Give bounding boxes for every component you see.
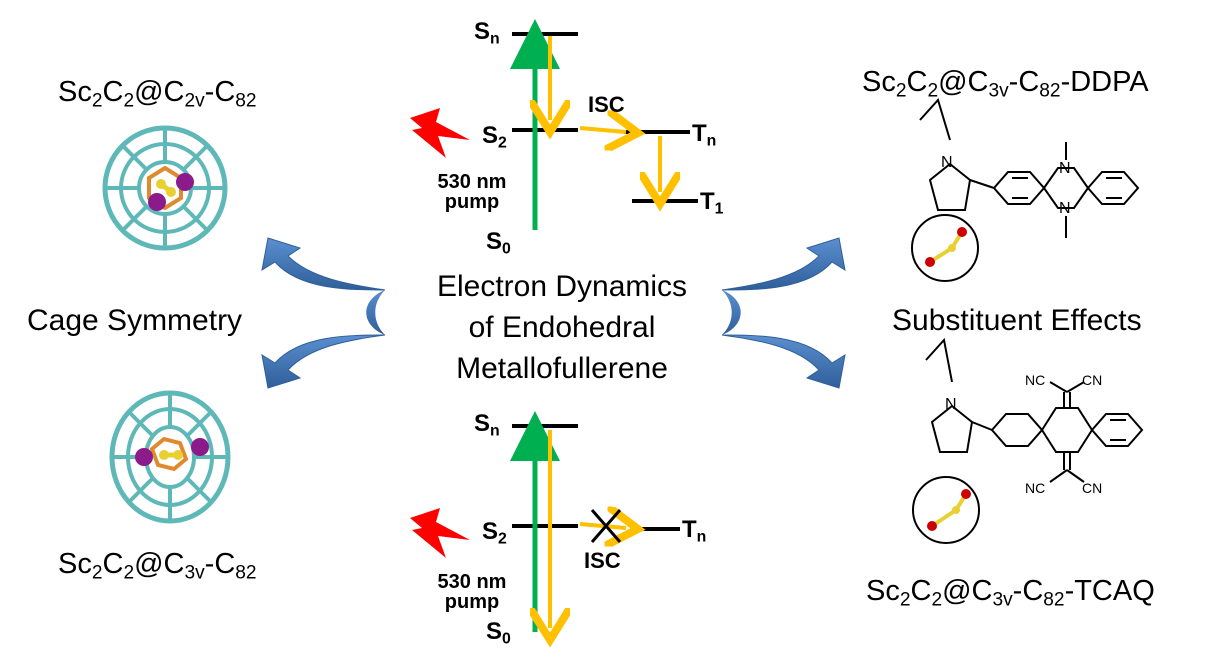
curved-arrow-left-lower: [261, 334, 386, 389]
pyrrolidine-ddpa-structure-icon: [911, 98, 1140, 282]
pump-label-bottom: 530 nm pump: [437, 571, 507, 613]
atom-label-n: N: [1059, 160, 1071, 177]
label-tn-top: Tn: [692, 120, 717, 150]
center-title-line-3: Metallofullerene: [456, 352, 668, 385]
isc-label-bottom: ISC: [584, 548, 621, 573]
label-s2-bottom: S2: [482, 518, 507, 548]
label-s2-top: S2: [482, 122, 507, 152]
curved-arrow-left-upper: [261, 237, 386, 291]
atom-label-n: N: [945, 396, 957, 413]
label-sn-top: Sn: [474, 18, 500, 48]
left-bottom-title: Sc2C2@C3v-C82: [58, 548, 257, 584]
top-energy-diagram: [410, 19, 698, 230]
atom-label-nc: NC: [1025, 372, 1046, 388]
right-curved-arrows: [721, 237, 846, 389]
right-bottom-title: Sc2C2@C3v-C82-TCAQ: [866, 575, 1155, 611]
center-title-line-2: of Endohedral: [468, 311, 656, 344]
blocked-cross-icon: [590, 509, 622, 543]
lightning-bolt-icon: [410, 108, 470, 158]
label-sn-bottom: Sn: [474, 410, 500, 440]
lightning-bolt-icon: [410, 508, 470, 558]
label-s0-top: S0: [486, 228, 511, 258]
atom-label-cn: CN: [1082, 480, 1103, 496]
atom-label-n: N: [941, 154, 953, 171]
label-tn-bottom: Tn: [682, 516, 707, 546]
fullerene-cage-icon: [102, 125, 228, 251]
label-s0-bottom: S0: [486, 618, 511, 648]
isc-arrow-top: [579, 128, 626, 132]
center-title: Electron Dynamics of Endohedral Metallof…: [392, 266, 732, 389]
isc-label-top: ISC: [588, 92, 625, 117]
cage-symmetry-label: Cage Symmetry: [27, 304, 243, 337]
fullerene-cage-icon: [109, 390, 231, 524]
center-title-line-1: Electron Dynamics: [436, 270, 688, 303]
curved-arrow-right-upper: [721, 237, 846, 291]
curved-arrow-left-bridge: [366, 290, 385, 335]
bottom-energy-diagram: [410, 411, 680, 632]
substituent-effects-label: Substituent Effects: [892, 304, 1142, 337]
atom-label-nc: NC: [1025, 480, 1046, 496]
curved-arrow-right-lower: [721, 334, 846, 389]
pyrrolidine-tcaq-structure-icon: [912, 337, 1144, 544]
atom-label-n: N: [1059, 200, 1071, 217]
label-t1-top: T1: [700, 188, 724, 218]
right-top-title: Sc2C2@C3v-C82-DDPA: [862, 66, 1149, 102]
left-top-title: Sc2C2@C2v-C82: [58, 76, 257, 112]
pump-label-top: 530 nm pump: [437, 171, 507, 213]
isc-arrow-bottom: [579, 524, 626, 528]
atom-label-cn: CN: [1082, 372, 1103, 388]
curved-arrow-right-bridge: [722, 290, 741, 335]
left-curved-arrows: [261, 237, 386, 389]
